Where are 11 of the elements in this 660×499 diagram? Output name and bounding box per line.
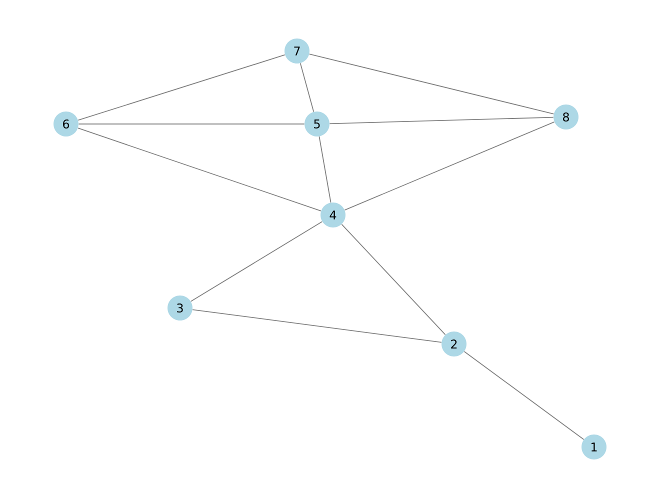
edge-line xyxy=(329,116,554,124)
edge-line xyxy=(78,128,322,212)
edge-line xyxy=(344,121,555,211)
edge-line xyxy=(78,54,286,121)
edge-line xyxy=(308,54,554,114)
edge-line xyxy=(341,224,446,336)
edge-line xyxy=(192,309,442,343)
edge-line xyxy=(190,221,323,302)
edge-line xyxy=(464,351,584,440)
edge-line xyxy=(300,62,314,112)
edge-line xyxy=(318,136,332,203)
